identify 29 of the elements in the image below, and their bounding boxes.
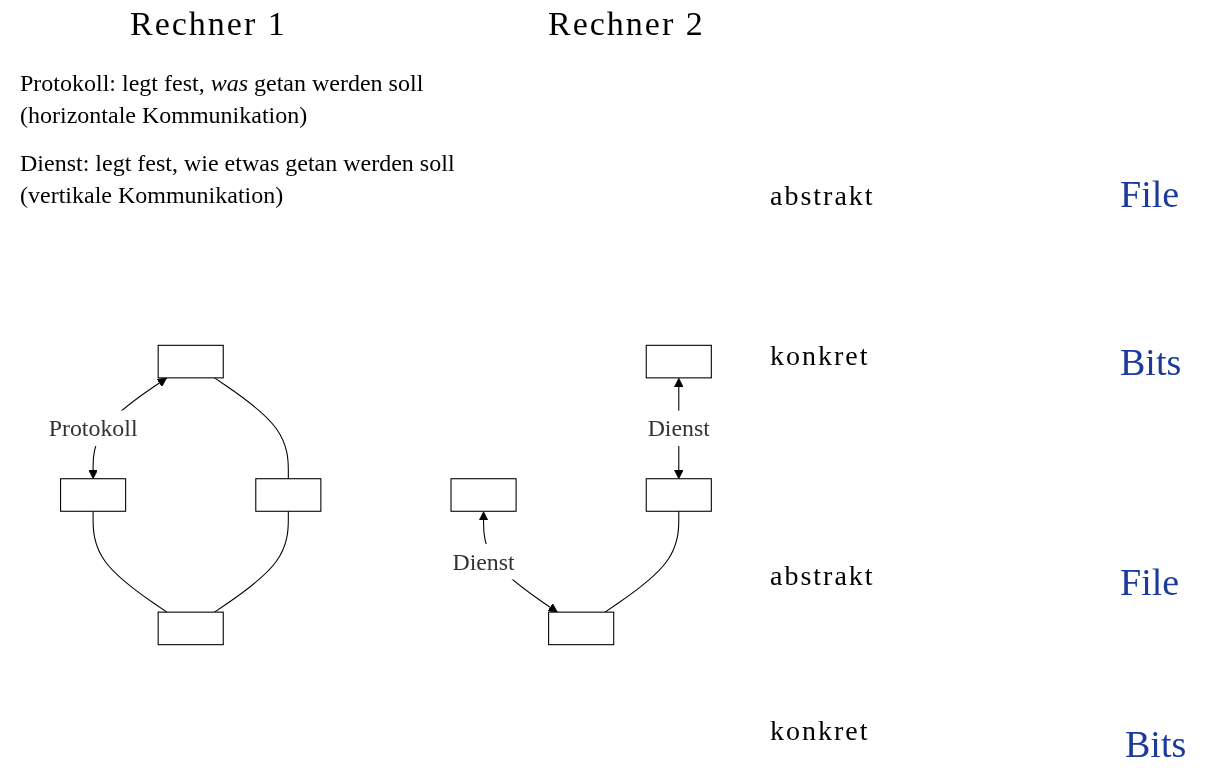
section-heading: Dienst: legt fest, wie etwas getan werden soll bbox=[20, 150, 455, 177]
node-box bbox=[255, 478, 322, 512]
level-label: Bits bbox=[1120, 340, 1182, 384]
node-box bbox=[645, 344, 712, 379]
node-box bbox=[157, 344, 224, 379]
level-label: Bits bbox=[1125, 722, 1187, 766]
level-label: konkret bbox=[770, 340, 870, 372]
level-label: konkret bbox=[770, 715, 870, 747]
connector bbox=[214, 377, 289, 480]
connector bbox=[92, 510, 168, 613]
level-label: abstrakt bbox=[770, 560, 875, 592]
node-box bbox=[450, 478, 517, 512]
node-box bbox=[548, 611, 615, 646]
connector bbox=[604, 510, 680, 613]
level-label: File bbox=[1120, 560, 1180, 604]
edge-label: Dienst bbox=[452, 548, 515, 576]
section-heading: Protokoll: legt fest, was getan werden soll bbox=[20, 70, 424, 97]
section-note: (vertikale Kommunikation) bbox=[20, 182, 284, 209]
edge-label: Protokoll bbox=[48, 414, 138, 442]
level-label: abstrakt bbox=[770, 180, 875, 212]
section-note: (horizontale Kommunikation) bbox=[20, 102, 308, 129]
node-box bbox=[645, 478, 712, 512]
node-box bbox=[157, 611, 224, 646]
level-label: File bbox=[1120, 172, 1180, 216]
column-heading: Rechner 2 bbox=[548, 5, 705, 43]
edge-label: Dienst bbox=[647, 414, 710, 442]
connector bbox=[214, 510, 289, 613]
node-box bbox=[60, 478, 127, 512]
column-heading: Rechner 1 bbox=[130, 5, 287, 43]
